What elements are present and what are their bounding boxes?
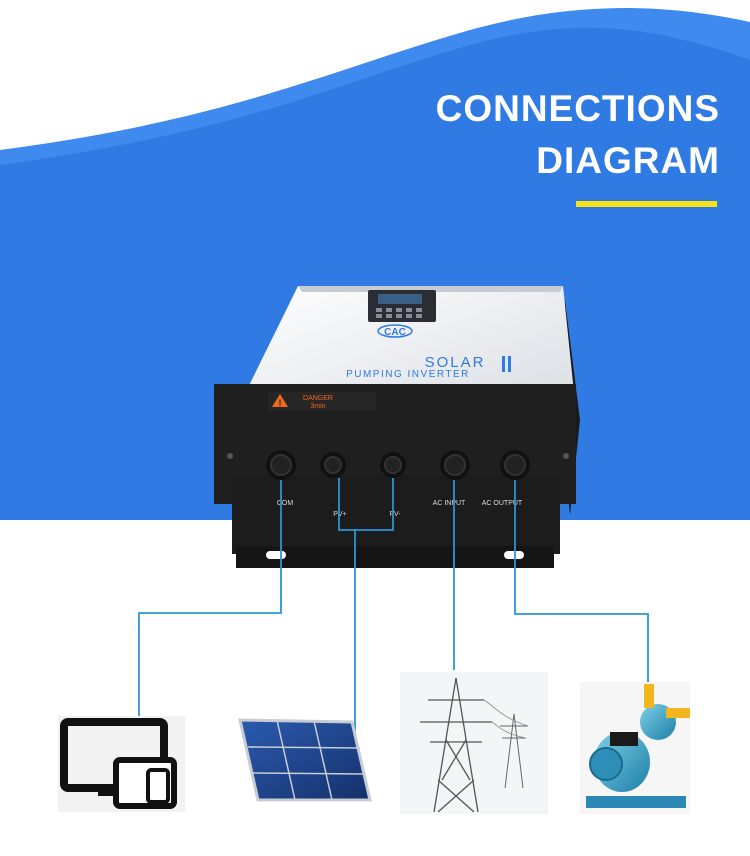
- solar-panel-array: [238, 718, 372, 802]
- product-name-line2: PUMPING INVERTER: [346, 369, 470, 380]
- danger-label-line1: DANGER: [303, 395, 333, 402]
- mounting-flange: [236, 546, 554, 568]
- product-accent-bar-2: [508, 356, 511, 372]
- wire-com: [138, 480, 282, 728]
- port-ac-input-label: AC INPUT: [433, 500, 466, 507]
- phone-icon: [146, 768, 170, 804]
- port-com-label: COM: [277, 500, 294, 507]
- computer-devices: [58, 716, 185, 812]
- product-accent-bar-1: [502, 356, 505, 372]
- brand-logo-icon: [377, 324, 413, 338]
- distant-tower-icon: [500, 713, 528, 789]
- pump-terminal-box: [610, 732, 638, 746]
- inverter-top-face: [236, 286, 576, 412]
- danger-label-line2: 3min: [310, 403, 325, 410]
- warning-triangle-icon: [272, 394, 288, 407]
- port-com[interactable]: COM: [266, 450, 296, 507]
- water-pump: [580, 682, 690, 814]
- power-grid: [400, 672, 548, 814]
- inverter-keypad: [376, 308, 422, 318]
- wire-pv-plus: [338, 478, 356, 785]
- inverter-screen: [378, 294, 422, 304]
- port-pv-minus-label: PV-: [389, 511, 401, 518]
- port-pv-plus-label: PV+: [333, 511, 346, 518]
- banner-wave-white: [0, 0, 750, 150]
- port-pv-plus[interactable]: PV+: [320, 452, 347, 518]
- port-ac-input[interactable]: AC INPUT: [433, 450, 470, 507]
- mount-slot-left: [266, 551, 286, 559]
- pump-inlet-pipe: [666, 708, 690, 718]
- connection-wires: [138, 478, 649, 785]
- wire-pv-minus: [355, 478, 394, 531]
- port-pv-minus[interactable]: PV-: [380, 452, 406, 518]
- pump-motor-end: [589, 747, 623, 781]
- power-grid-backdrop: [400, 672, 548, 814]
- title-underline: [576, 201, 717, 207]
- product-name-line1: SOLAR: [425, 354, 486, 371]
- solar-panel-icon: [238, 718, 372, 802]
- port-ac-output[interactable]: AC OUTPUT: [482, 450, 530, 507]
- pump-base: [586, 796, 686, 808]
- warning-exclamation: !: [279, 398, 282, 408]
- screw-right: [563, 453, 569, 459]
- pump-outlet-pipe: [644, 684, 654, 708]
- inverter-top-edge: [298, 286, 563, 292]
- transmission-tower-icon: [420, 677, 492, 813]
- title-line-1: CONNECTIONS: [435, 88, 720, 129]
- title-line-2: DIAGRAM: [536, 140, 720, 181]
- inverter-base: [232, 476, 560, 554]
- power-lines: [483, 699, 529, 739]
- mount-slot-right: [504, 551, 524, 559]
- solar-panel-grid: [247, 719, 366, 801]
- brand-logo-text: CAC: [384, 327, 406, 338]
- screw-left: [227, 453, 233, 459]
- danger-label: [268, 392, 376, 410]
- port-ac-output-label: AC OUTPUT: [482, 500, 523, 507]
- wire-ac-output: [514, 480, 649, 690]
